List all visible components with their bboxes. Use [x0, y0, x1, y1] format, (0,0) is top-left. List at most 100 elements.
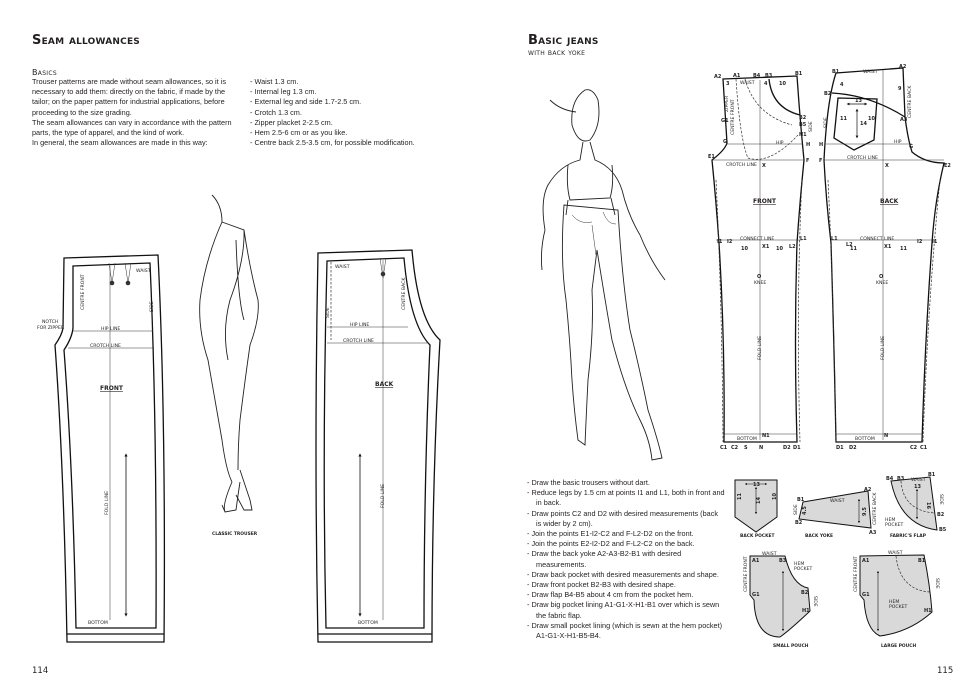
pattern-label: B2 [824, 91, 832, 97]
back-point-labels: B1 A2 B2 A3 H G F X E2 L1 L2 X1 I2 I1 O … [819, 64, 951, 451]
paragraph-line: In general, the seam allowances are made… [32, 138, 208, 148]
allowance-item: External leg and side 1.7-2.5 cm. [250, 97, 470, 107]
pattern-label: H [819, 142, 823, 148]
allowance-item: Crotch 1.3 cm. [250, 108, 470, 118]
pattern-label: X [885, 163, 889, 169]
pattern-label: POCKET [885, 522, 904, 528]
pattern-label: A2 [899, 64, 907, 70]
instruction-item: Join the points E1-I2-C2 and F-L2-D2 on … [527, 529, 725, 539]
pattern-label: HEM [794, 561, 804, 567]
back-pocket-piece: 13 14 11 10 BACK POCKET [734, 479, 778, 539]
pattern-label: 4 [840, 82, 844, 88]
pattern-label: CENTRE FRONT [853, 556, 859, 592]
side-label: SIDE [823, 117, 829, 128]
pattern-label: L1 [800, 236, 807, 242]
pattern-label: B1 [797, 497, 805, 503]
pattern-label: POCKET [794, 566, 813, 572]
pattern-label: B1 [795, 71, 803, 77]
instruction-item: Reduce legs by 1.5 cm at points I1 and L… [527, 488, 725, 508]
knee-label: KNEE [754, 280, 766, 286]
hip-line-label: HIP LINE [350, 322, 369, 328]
pattern-label: F [819, 158, 822, 164]
instruction-item: Draw points C2 and D2 with desired measu… [527, 509, 725, 529]
pattern-label: 9.5 [862, 507, 868, 516]
bottom-label: BOTTOM [737, 436, 757, 442]
pattern-label: G1 [752, 592, 760, 598]
pattern-label: B2 [937, 512, 945, 518]
pattern-label: WAIST [762, 551, 777, 557]
pattern-label: 11 [840, 116, 847, 122]
back-label: BACK [880, 198, 899, 205]
pattern-label: L2 [846, 242, 853, 248]
pattern-label: WAIST [911, 477, 926, 483]
paragraph-line: parts, the type of apparel, and the kind… [32, 128, 185, 138]
pattern-label: B4 [753, 73, 761, 79]
fold-line-label: FOLD LINE [380, 484, 386, 508]
pattern-label: B4 [886, 476, 894, 482]
pattern-label: 13 [753, 482, 760, 488]
front-label: FRONT [100, 385, 124, 392]
paragraph-line: necessary to add them: directly on the f… [32, 87, 226, 97]
paragraph-line: proceeding to the size grading. [32, 107, 132, 117]
waist-label: WAIST [136, 268, 151, 274]
back-yoke-piece: WAIST SIDE CENTRE BACK B1 B2 A2 A3 4.5 9… [793, 487, 878, 539]
allowance-item: Internal leg 1.3 cm. [250, 87, 470, 97]
pattern-label: 16 [925, 502, 931, 509]
pattern-label: SIDE [934, 578, 940, 589]
page-number-left: 114 [32, 666, 49, 676]
paragraph-line: tailor; on the paper pattern for industr… [32, 97, 225, 107]
hip-label: HIP [894, 139, 902, 145]
pattern-label: I2 [727, 239, 733, 245]
pattern-label: D1 [793, 445, 801, 451]
back-label: BACK [375, 381, 394, 388]
back-trouser-pattern: WAIST SIDE CENTRE BACK HIP LINE CROTCH L… [315, 249, 441, 643]
pattern-label: A3 [869, 530, 877, 536]
hip-label: HIP [776, 140, 784, 146]
pattern-label: F [806, 158, 809, 164]
waist-label: WAIST [335, 264, 350, 270]
pattern-label: G [909, 144, 913, 150]
pattern-label: L2 [789, 244, 796, 250]
pattern-label: B2 [795, 520, 803, 526]
pattern-label: 9 [898, 86, 902, 92]
small-pouch-piece: WAIST CENTRE FRONT SIDE HEM POCKET A1 B3… [743, 551, 818, 649]
bottom-label: BOTTOM [855, 436, 875, 442]
pattern-label: N [884, 433, 888, 439]
pattern-label: 14 [860, 121, 867, 127]
centre-back-label: CENTRE BACK [907, 85, 913, 118]
pattern-label: O [757, 274, 761, 280]
crotch-line-label: CROTCH LINE [90, 343, 121, 349]
side-label: SIDE [808, 121, 814, 132]
paragraph-line: Trouser patterns are made without seam a… [32, 77, 226, 86]
instruction-item: Draw big pocket lining A1-G1-X-H1-B1 ove… [527, 600, 725, 620]
classic-trouser-figure: CLASSIC TROUSER [199, 194, 259, 537]
pattern-label: 10 [776, 246, 783, 252]
front-point-labels: A2 A1 B4 B3 B1 G1 G B2 B5 H1 H E1 F X I1… [708, 71, 810, 451]
instruction-item: Draw flap B4-B5 about 4 cm from the pock… [527, 590, 725, 600]
pattern-label: 10 [741, 246, 748, 252]
basics-paragraph: Trouser patterns are made without seam a… [32, 77, 244, 148]
pattern-label: WAIST [888, 550, 903, 556]
pattern-label: L1 [831, 236, 838, 242]
pattern-label: E2 [944, 163, 951, 169]
pattern-label: N [759, 445, 763, 451]
pattern-label: B1 [918, 558, 926, 564]
pattern-label: B5 [799, 122, 807, 128]
pattern-label: HEM [889, 599, 899, 605]
pattern-label: 11 [900, 246, 907, 252]
jeans-back-pattern: WAIST SIDE CENTRE BACK HIP CROTCH LINE B… [819, 64, 951, 451]
fabrics-flap-caption: FABRIC'S FLAP [890, 533, 927, 539]
allowance-item: Hem 2.5-6 cm or as you like. [250, 128, 470, 138]
pattern-label: D2 [783, 445, 791, 451]
pattern-label: B3 [779, 558, 787, 564]
side-label: SIDE [149, 301, 155, 312]
pattern-label: B1 [928, 472, 936, 478]
pattern-label: HEM [885, 517, 895, 523]
small-pouch-caption: SMALL POUCH [773, 643, 809, 649]
left-page-title: Seam allowances [32, 33, 140, 48]
pattern-label: X [762, 163, 766, 169]
pattern-label: C1 [920, 445, 928, 451]
connect-line-label: CONNECT LINE [860, 236, 894, 242]
pattern-label: WAIST [830, 498, 845, 504]
